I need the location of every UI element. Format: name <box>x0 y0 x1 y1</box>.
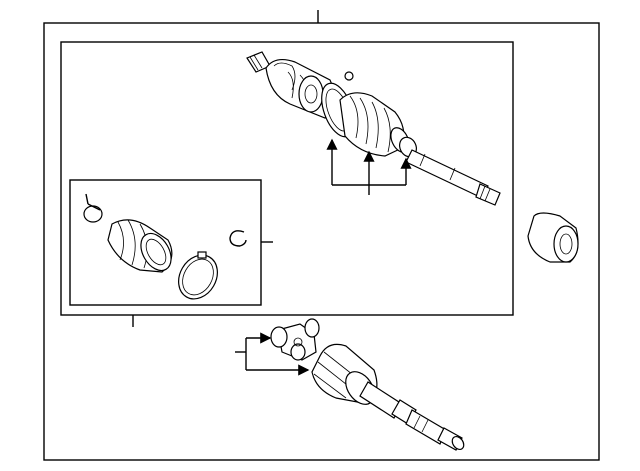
snap-ring <box>229 230 247 247</box>
callout-lines <box>326 138 412 195</box>
bushing <box>527 212 579 263</box>
inner-callout <box>235 332 310 376</box>
inner-joint <box>235 318 465 451</box>
shaft-kit-frame <box>60 41 514 327</box>
inner-housing <box>311 343 465 451</box>
boot-kit <box>83 193 247 300</box>
assembly-frame <box>43 10 600 461</box>
axle-shaft-assembly <box>246 51 501 206</box>
tripod <box>270 318 320 361</box>
large-clamp <box>178 251 218 300</box>
small-clamp <box>83 193 103 223</box>
boot <box>107 219 173 273</box>
boot-kit-frame <box>69 179 273 306</box>
